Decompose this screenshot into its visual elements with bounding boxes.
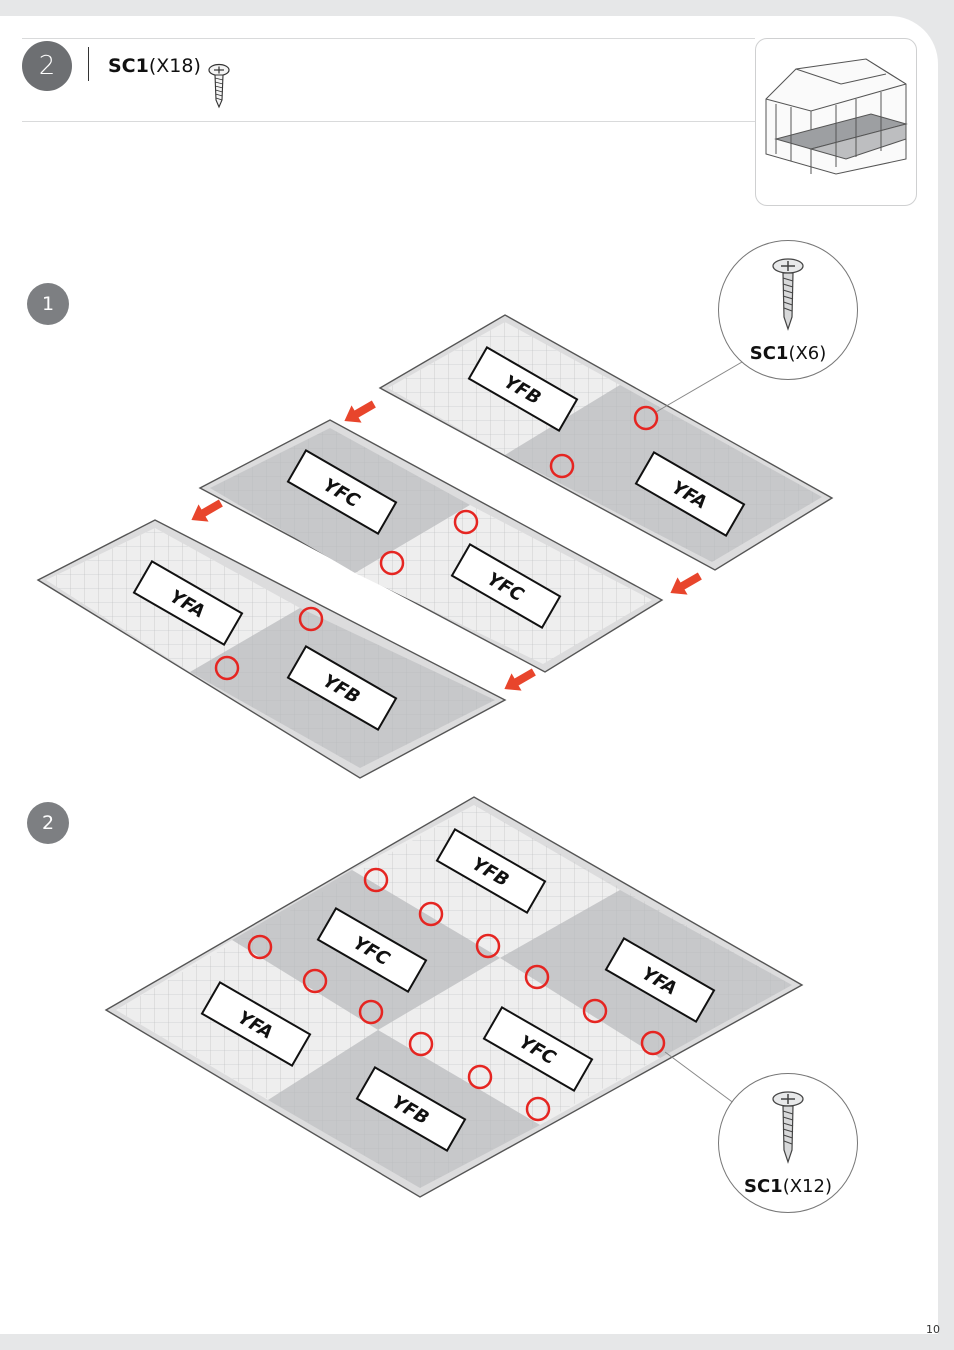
panel-labels-step-2: YFB YFC YFA YFA YFC YFB (200, 828, 716, 1152)
header-part-qty: (X18) (148, 55, 201, 77)
greenhouse-thumbnail-icon (765, 58, 908, 175)
screw-callout-2: SC1(X12) (718, 1073, 858, 1213)
assembly-thumbnail (755, 38, 917, 206)
header-bottom-rule (22, 121, 755, 122)
header-divider (88, 47, 89, 81)
callout-1-label: SC1(X6) (719, 343, 857, 364)
callout-1-part-code: SC1 (749, 343, 789, 364)
push-arrows (191, 400, 702, 691)
callout-1-part-qty: (X6) (788, 343, 827, 364)
screw-hole-highlights-step-1 (214, 405, 659, 681)
panel-labels-step-1: YFB YFA YFC YFC YFA YFB (132, 346, 746, 731)
sub-step-1-badge: 1 (27, 283, 69, 325)
header-part-label: SC1(X18) (108, 55, 201, 77)
step-number-badge: 2 (22, 41, 72, 91)
callout-2-leader (664, 1051, 736, 1105)
page-number: 10 (926, 1323, 940, 1336)
screw-callout-1: SC1(X6) (718, 240, 858, 380)
callout-1-leader (655, 361, 743, 413)
header-top-rule (22, 38, 755, 39)
screw-hole-highlights-step-2 (247, 867, 666, 1122)
callout-2-part-code: SC1 (744, 1176, 783, 1197)
header-part-code: SC1 (108, 55, 149, 77)
callout-2-part-qty: (X12) (782, 1176, 832, 1197)
screw-icon (772, 258, 804, 331)
sub-step-2-badge: 2 (27, 802, 69, 844)
screw-icon (772, 1091, 804, 1164)
callout-2-label: SC1(X12) (719, 1176, 857, 1197)
screw-icon (208, 63, 230, 109)
